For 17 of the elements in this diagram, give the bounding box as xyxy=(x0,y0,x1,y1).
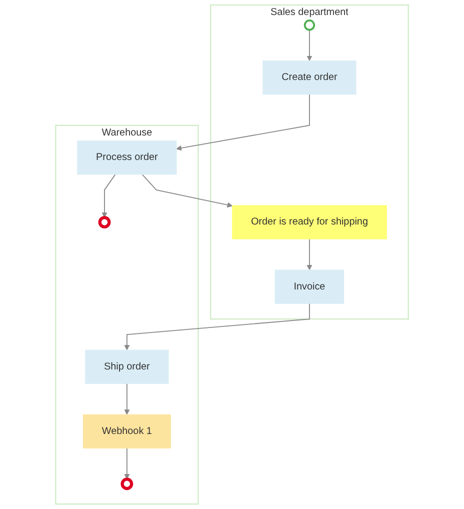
node-box: Invoice xyxy=(274,270,344,304)
arrow xyxy=(124,383,130,415)
node-circle xyxy=(120,478,134,490)
arrow xyxy=(142,174,233,208)
node-box: Webhook 1 xyxy=(82,414,171,448)
node-box: Ship order xyxy=(85,350,169,384)
node-circle xyxy=(98,216,111,228)
node-box: Create order xyxy=(262,60,356,95)
arrow xyxy=(306,29,312,62)
node-box: Process order xyxy=(77,140,177,175)
arrow xyxy=(306,238,312,270)
arrow xyxy=(102,174,116,218)
arrow xyxy=(176,94,310,151)
node-circle xyxy=(304,20,316,31)
arrow xyxy=(124,448,130,480)
node-box: Order is ready for shipping xyxy=(232,205,387,240)
arrow xyxy=(124,303,310,350)
